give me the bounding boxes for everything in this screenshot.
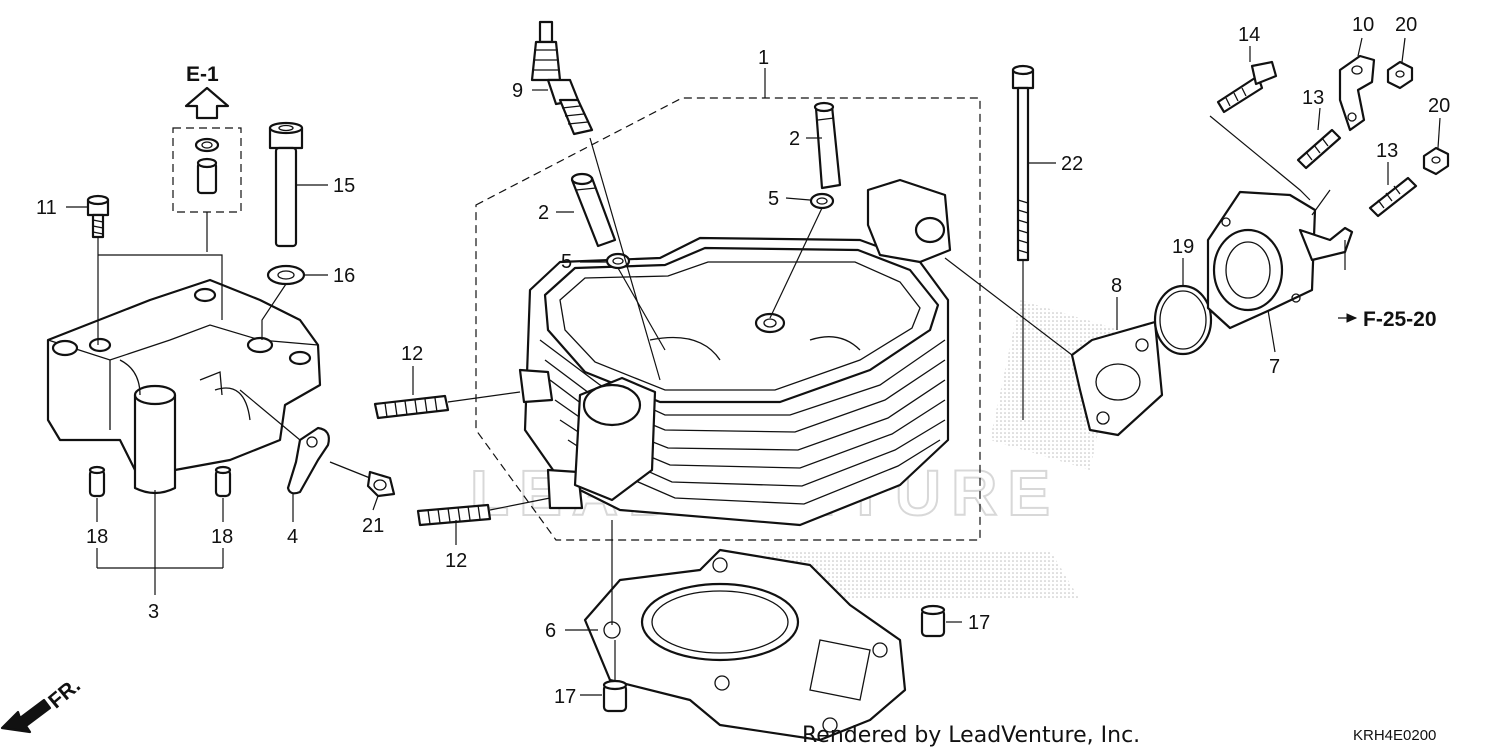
valve-guide-2-right[interactable]	[813, 101, 842, 190]
callout-13-left: 13	[1302, 87, 1324, 109]
intake-pipe-7-part[interactable]	[1206, 190, 1354, 330]
bolt-14-part[interactable]	[1216, 60, 1278, 114]
callout-3: 3	[148, 601, 159, 623]
callout-1: 1	[758, 47, 769, 69]
callout-20-lower: 20	[1428, 95, 1450, 117]
callout-14: 14	[1238, 24, 1260, 46]
callout-21: 21	[362, 515, 384, 537]
camshaft-holder-part[interactable]	[46, 278, 322, 495]
callout-11: 11	[36, 197, 57, 219]
dowel-pin-18-left[interactable]	[88, 465, 106, 498]
clip-5-right[interactable]	[809, 192, 835, 210]
callout-2-right: 2	[789, 128, 800, 150]
reference-e1[interactable]: E-1	[186, 63, 219, 86]
callout-16: 16	[333, 265, 355, 287]
callout-22: 22	[1061, 153, 1083, 175]
callout-13-right: 13	[1376, 140, 1398, 162]
callout-12-upper: 12	[401, 343, 423, 365]
callout-19: 19	[1172, 236, 1194, 258]
callout-8: 8	[1111, 275, 1122, 297]
spark-plug-9-part[interactable]	[530, 20, 594, 136]
callout-18-right: 18	[211, 526, 233, 548]
reference-f25-20[interactable]: F-25-20	[1363, 308, 1437, 331]
callout-15: 15	[333, 175, 355, 197]
callout-7: 7	[1269, 356, 1280, 378]
callout-2-left: 2	[538, 202, 549, 224]
callout-20-top: 20	[1395, 14, 1417, 36]
callout-17-right: 17	[968, 612, 990, 634]
cylinder-head-part[interactable]	[518, 178, 952, 527]
bolt-21-part[interactable]	[329, 461, 396, 498]
callout-18-left: 18	[86, 526, 108, 548]
nut-20-top[interactable]	[1386, 60, 1414, 90]
stud-13-right[interactable]	[1368, 176, 1418, 218]
rendered-by-credit: Rendered by LeadVenture, Inc.	[802, 723, 1140, 748]
bracket-10-part[interactable]	[1338, 54, 1376, 132]
bolt-11-part[interactable]	[86, 194, 110, 239]
callout-5-right: 5	[768, 188, 779, 210]
callout-9: 9	[512, 80, 523, 102]
head-gasket-6-part[interactable]	[583, 548, 907, 742]
callout-17-bottom: 17	[554, 686, 576, 708]
nut-20-lower[interactable]	[1422, 146, 1450, 176]
washer-16-part[interactable]	[266, 264, 306, 286]
stud-12-lower[interactable]	[416, 503, 492, 527]
o-ring-19-part[interactable]	[1153, 284, 1213, 356]
diagram-code: KRH4E0200	[1353, 727, 1436, 744]
bolt-15-part[interactable]	[268, 121, 304, 248]
e1-up-arrow-icon	[184, 86, 230, 120]
dowel-17-bottom[interactable]	[602, 679, 628, 713]
lever-4-part[interactable]	[286, 426, 330, 495]
stud-12-upper[interactable]	[373, 394, 450, 420]
dowel-17-right[interactable]	[920, 604, 946, 638]
e1-reference-box	[172, 127, 242, 213]
callout-12-lower: 12	[445, 550, 467, 572]
leader-lines	[66, 37, 1441, 696]
dowel-pin-18-right[interactable]	[214, 465, 232, 498]
front-direction-arrow-icon	[0, 698, 52, 734]
callout-10: 10	[1352, 14, 1374, 36]
callout-6: 6	[545, 620, 556, 642]
stud-13-left[interactable]	[1296, 128, 1342, 170]
insulator-8-part[interactable]	[1070, 320, 1164, 437]
callout-4: 4	[287, 526, 298, 548]
callout-5-left: 5	[561, 251, 572, 273]
valve-guide-2-left[interactable]	[570, 172, 617, 248]
